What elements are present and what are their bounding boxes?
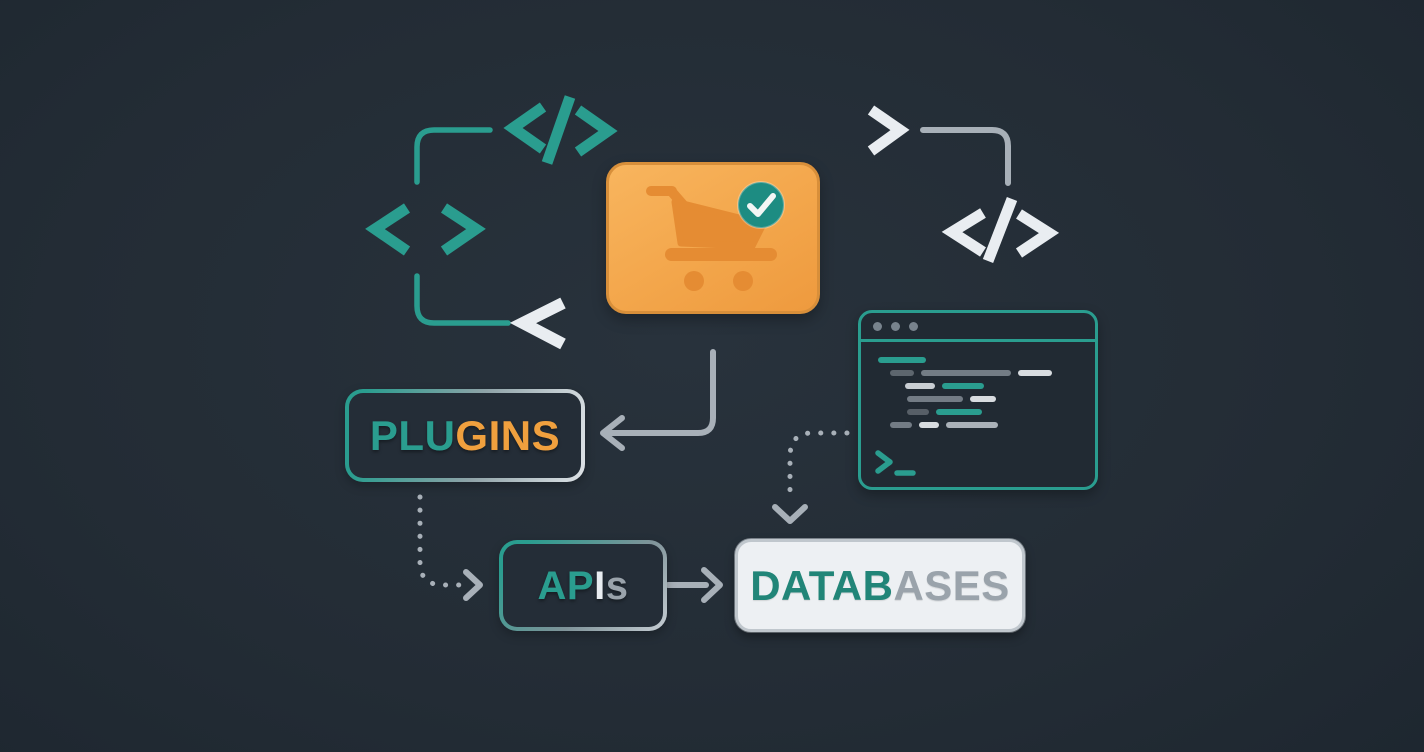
code-line [907, 409, 1095, 415]
apis-label-part-3: s [605, 563, 629, 608]
dotted-arrow-editor-to-databases [772, 430, 850, 524]
elbow-line-top-right [920, 127, 1011, 186]
angle-close-icon-white [867, 105, 910, 156]
apis-label-part-1: AP [537, 563, 595, 608]
node-databases: DATABASES [735, 539, 1025, 632]
code-line-segment [919, 422, 939, 428]
window-dot-icon [909, 321, 918, 331]
databases-label-part-2: ASES [893, 561, 1010, 609]
code-line-segment [907, 409, 929, 415]
code-line [907, 396, 1095, 402]
arrow-apis-to-databases [665, 567, 723, 603]
terminal-prompt-icon [875, 450, 916, 476]
code-tag-icon-left [503, 95, 618, 165]
shopping-cart-icon [646, 181, 785, 291]
angle-brackets-icon [365, 203, 486, 256]
angle-open-icon-white [509, 297, 566, 350]
node-apis: APIs [499, 540, 667, 631]
node-apis-inner: APIs [503, 544, 663, 627]
code-editor-window [858, 310, 1098, 490]
arrow-cart-to-plugins [600, 349, 716, 451]
window-dot-icon [873, 321, 882, 331]
code-line [890, 370, 1095, 376]
plugins-label-part-2: GINS [455, 411, 561, 459]
bracket-frame-bottom-icon [414, 273, 511, 326]
code-line-segment [942, 383, 984, 389]
checkmark-badge-icon [737, 181, 785, 229]
code-line [905, 383, 1095, 389]
code-line [890, 422, 1095, 428]
code-line-segment [905, 383, 935, 389]
apis-label-part-2: I [594, 563, 606, 608]
code-tag-icon-right [941, 197, 1060, 263]
code-line-segment [921, 370, 1011, 376]
code-line-segment [907, 396, 963, 402]
code-line [878, 357, 1095, 363]
code-line-segment [890, 422, 912, 428]
editor-titlebar [861, 313, 1095, 342]
node-plugins-inner: PLUGINS [349, 393, 581, 478]
node-plugins: PLUGINS [345, 389, 585, 482]
shopping-cart-card [606, 162, 820, 314]
code-line-segment [970, 396, 996, 402]
databases-label: DATABASES [750, 561, 1010, 609]
editor-code-area [861, 342, 1095, 428]
code-line-segment [946, 422, 998, 428]
code-line-segment [936, 409, 982, 415]
code-line-segment [1018, 370, 1052, 376]
window-dot-icon [891, 321, 900, 331]
plugins-label-part-1: PLU [369, 411, 456, 459]
code-line-segment [878, 357, 926, 363]
plugins-label: PLUGINS [369, 411, 561, 459]
code-line-segment [890, 370, 914, 376]
databases-label-part-1: DATAB [750, 561, 894, 609]
dotted-arrow-plugins-to-apis [417, 494, 483, 601]
apis-label: APIs [538, 566, 629, 606]
bracket-frame-top-icon [414, 127, 493, 185]
